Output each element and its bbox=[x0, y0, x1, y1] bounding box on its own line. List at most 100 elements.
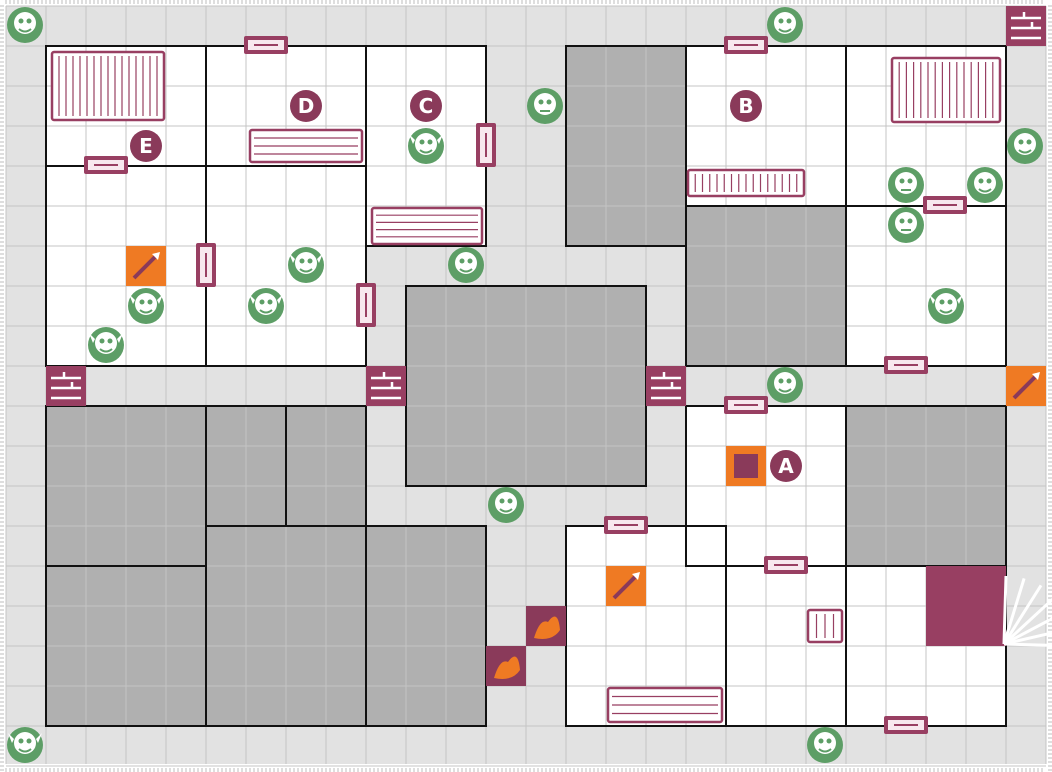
monster-mouth[interactable] bbox=[18, 28, 32, 33]
skeleton-icon[interactable] bbox=[888, 167, 924, 203]
stone-body[interactable] bbox=[366, 366, 406, 406]
monster-mouth[interactable] bbox=[778, 388, 792, 393]
monster-eye[interactable] bbox=[499, 498, 505, 504]
room-label-circle[interactable] bbox=[730, 90, 762, 122]
skeleton-icon[interactable] bbox=[527, 88, 563, 124]
room-label-d[interactable]: D bbox=[290, 90, 322, 122]
monster-mouth[interactable] bbox=[18, 748, 32, 753]
monster-mouth[interactable] bbox=[459, 268, 473, 273]
door-icon[interactable] bbox=[604, 516, 648, 534]
room-label-text[interactable]: D bbox=[298, 94, 315, 118]
monster-eye[interactable] bbox=[907, 178, 913, 184]
monster-eye[interactable] bbox=[778, 378, 784, 384]
monster-eye[interactable] bbox=[786, 378, 792, 384]
room-label-c[interactable]: C bbox=[410, 90, 442, 122]
monster-eye[interactable] bbox=[427, 139, 433, 145]
monster-mouth[interactable] bbox=[778, 28, 792, 33]
monster-mouth[interactable] bbox=[259, 309, 273, 314]
room-label-text[interactable]: C bbox=[419, 94, 434, 118]
mummy-icon[interactable] bbox=[767, 367, 803, 403]
door-icon[interactable] bbox=[884, 356, 928, 374]
room-label-b[interactable]: B bbox=[730, 90, 762, 122]
skeleton-icon[interactable] bbox=[888, 207, 924, 243]
goblin-icon[interactable] bbox=[248, 288, 284, 324]
zombie-icon[interactable] bbox=[967, 167, 1003, 203]
monster-eye[interactable] bbox=[907, 218, 913, 224]
secret-door-icon[interactable] bbox=[1006, 6, 1046, 46]
monster-mouth[interactable] bbox=[1018, 149, 1032, 154]
door-icon[interactable] bbox=[356, 283, 376, 327]
monster-mouth[interactable] bbox=[818, 748, 832, 753]
monster-eye[interactable] bbox=[778, 18, 784, 24]
monster-face[interactable] bbox=[534, 93, 556, 115]
monster-eye[interactable] bbox=[986, 178, 992, 184]
goblin-icon[interactable] bbox=[408, 128, 444, 164]
monster-mouth[interactable] bbox=[139, 309, 153, 314]
monster-eye[interactable] bbox=[267, 299, 273, 305]
room-label-e[interactable]: E bbox=[130, 130, 162, 162]
monster-eye[interactable] bbox=[1026, 139, 1032, 145]
room-label-a[interactable]: A bbox=[770, 450, 802, 482]
monster-mouth[interactable] bbox=[978, 188, 992, 193]
monster-eye[interactable] bbox=[18, 18, 24, 24]
door-icon[interactable] bbox=[724, 36, 768, 54]
monster-eye[interactable] bbox=[467, 258, 473, 264]
monster-eye[interactable] bbox=[826, 738, 832, 744]
monster-eye[interactable] bbox=[459, 258, 465, 264]
monster-eye[interactable] bbox=[147, 299, 153, 305]
dread-warrior-icon[interactable] bbox=[7, 7, 43, 43]
monster-eye[interactable] bbox=[978, 178, 984, 184]
door-icon[interactable] bbox=[923, 196, 967, 214]
room-label-circle[interactable] bbox=[410, 90, 442, 122]
stone-body[interactable] bbox=[646, 366, 686, 406]
monster-eye[interactable] bbox=[538, 99, 544, 105]
monster-mouth[interactable] bbox=[419, 149, 433, 154]
goblin-icon[interactable] bbox=[88, 327, 124, 363]
room-label-text[interactable]: B bbox=[738, 94, 753, 118]
room-label-circle[interactable] bbox=[290, 90, 322, 122]
monster-eye[interactable] bbox=[947, 299, 953, 305]
monster-mouth[interactable] bbox=[499, 508, 513, 513]
zombie-icon[interactable] bbox=[1007, 128, 1043, 164]
monster-eye[interactable] bbox=[139, 299, 145, 305]
door-icon[interactable] bbox=[244, 36, 288, 54]
monster-eye[interactable] bbox=[507, 498, 513, 504]
stone-detail[interactable] bbox=[371, 372, 401, 400]
secret-door-icon[interactable] bbox=[366, 366, 406, 406]
monster-eye[interactable] bbox=[99, 338, 105, 344]
door-icon[interactable] bbox=[884, 716, 928, 734]
stone-detail[interactable] bbox=[651, 372, 681, 400]
monster-mouth[interactable] bbox=[99, 348, 113, 353]
monster-eye[interactable] bbox=[899, 218, 905, 224]
monster-eye[interactable] bbox=[259, 299, 265, 305]
monster-mouth[interactable] bbox=[939, 309, 953, 314]
monster-eye[interactable] bbox=[818, 738, 824, 744]
door-icon[interactable] bbox=[724, 396, 768, 414]
monster-face[interactable] bbox=[895, 212, 917, 234]
door-icon[interactable] bbox=[196, 243, 216, 287]
room-label-circle[interactable] bbox=[130, 130, 162, 162]
monster-eye[interactable] bbox=[546, 99, 552, 105]
monster-mouth[interactable] bbox=[299, 268, 313, 273]
room-label-text[interactable]: E bbox=[139, 134, 153, 158]
monster-eye[interactable] bbox=[1018, 139, 1024, 145]
monster-eye[interactable] bbox=[899, 178, 905, 184]
room-label-circle[interactable] bbox=[770, 450, 802, 482]
monster-eye[interactable] bbox=[939, 299, 945, 305]
monster-eye[interactable] bbox=[419, 139, 425, 145]
mummy-icon[interactable] bbox=[767, 7, 803, 43]
stone-body[interactable] bbox=[46, 366, 86, 406]
orc-icon[interactable] bbox=[928, 288, 964, 324]
monster-eye[interactable] bbox=[18, 738, 24, 744]
monster-eye[interactable] bbox=[107, 338, 113, 344]
goblin-icon[interactable] bbox=[7, 727, 43, 763]
secret-door-icon[interactable] bbox=[646, 366, 686, 406]
zombie-icon[interactable] bbox=[488, 487, 524, 523]
monster-eye[interactable] bbox=[786, 18, 792, 24]
door-icon[interactable] bbox=[84, 156, 128, 174]
goblin-icon[interactable] bbox=[128, 288, 164, 324]
monster-eye[interactable] bbox=[26, 738, 32, 744]
stone-body[interactable] bbox=[1006, 6, 1046, 46]
secret-door-icon[interactable] bbox=[46, 366, 86, 406]
room-label-text[interactable]: A bbox=[778, 454, 794, 478]
